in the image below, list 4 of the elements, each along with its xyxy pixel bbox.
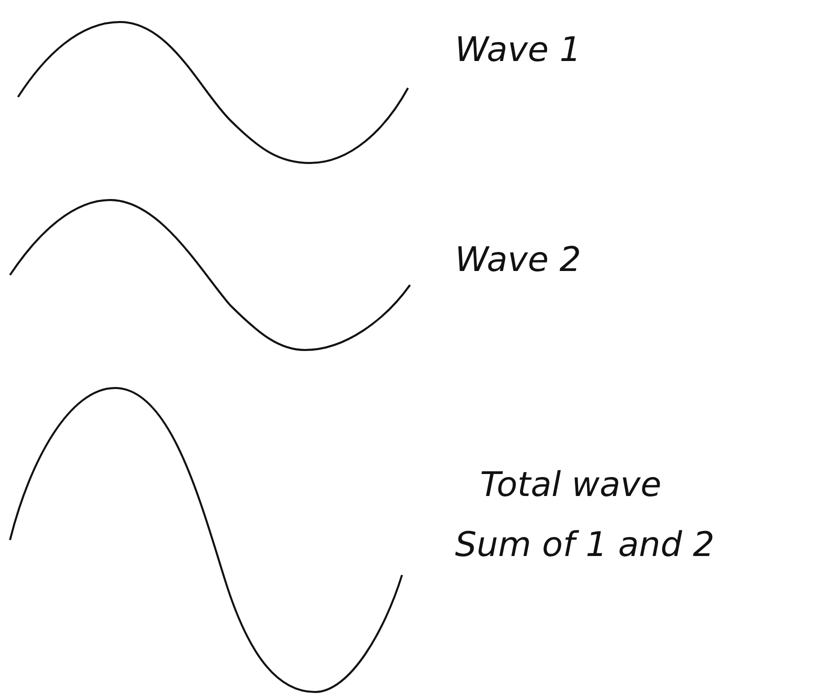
handwritten-label: Sum of 1 and 2 [455, 525, 714, 566]
handwritten-label: Wave 2 [455, 240, 582, 281]
handwritten-label: Wave 1 [455, 30, 582, 71]
handwritten-label: Total wave [480, 465, 662, 506]
